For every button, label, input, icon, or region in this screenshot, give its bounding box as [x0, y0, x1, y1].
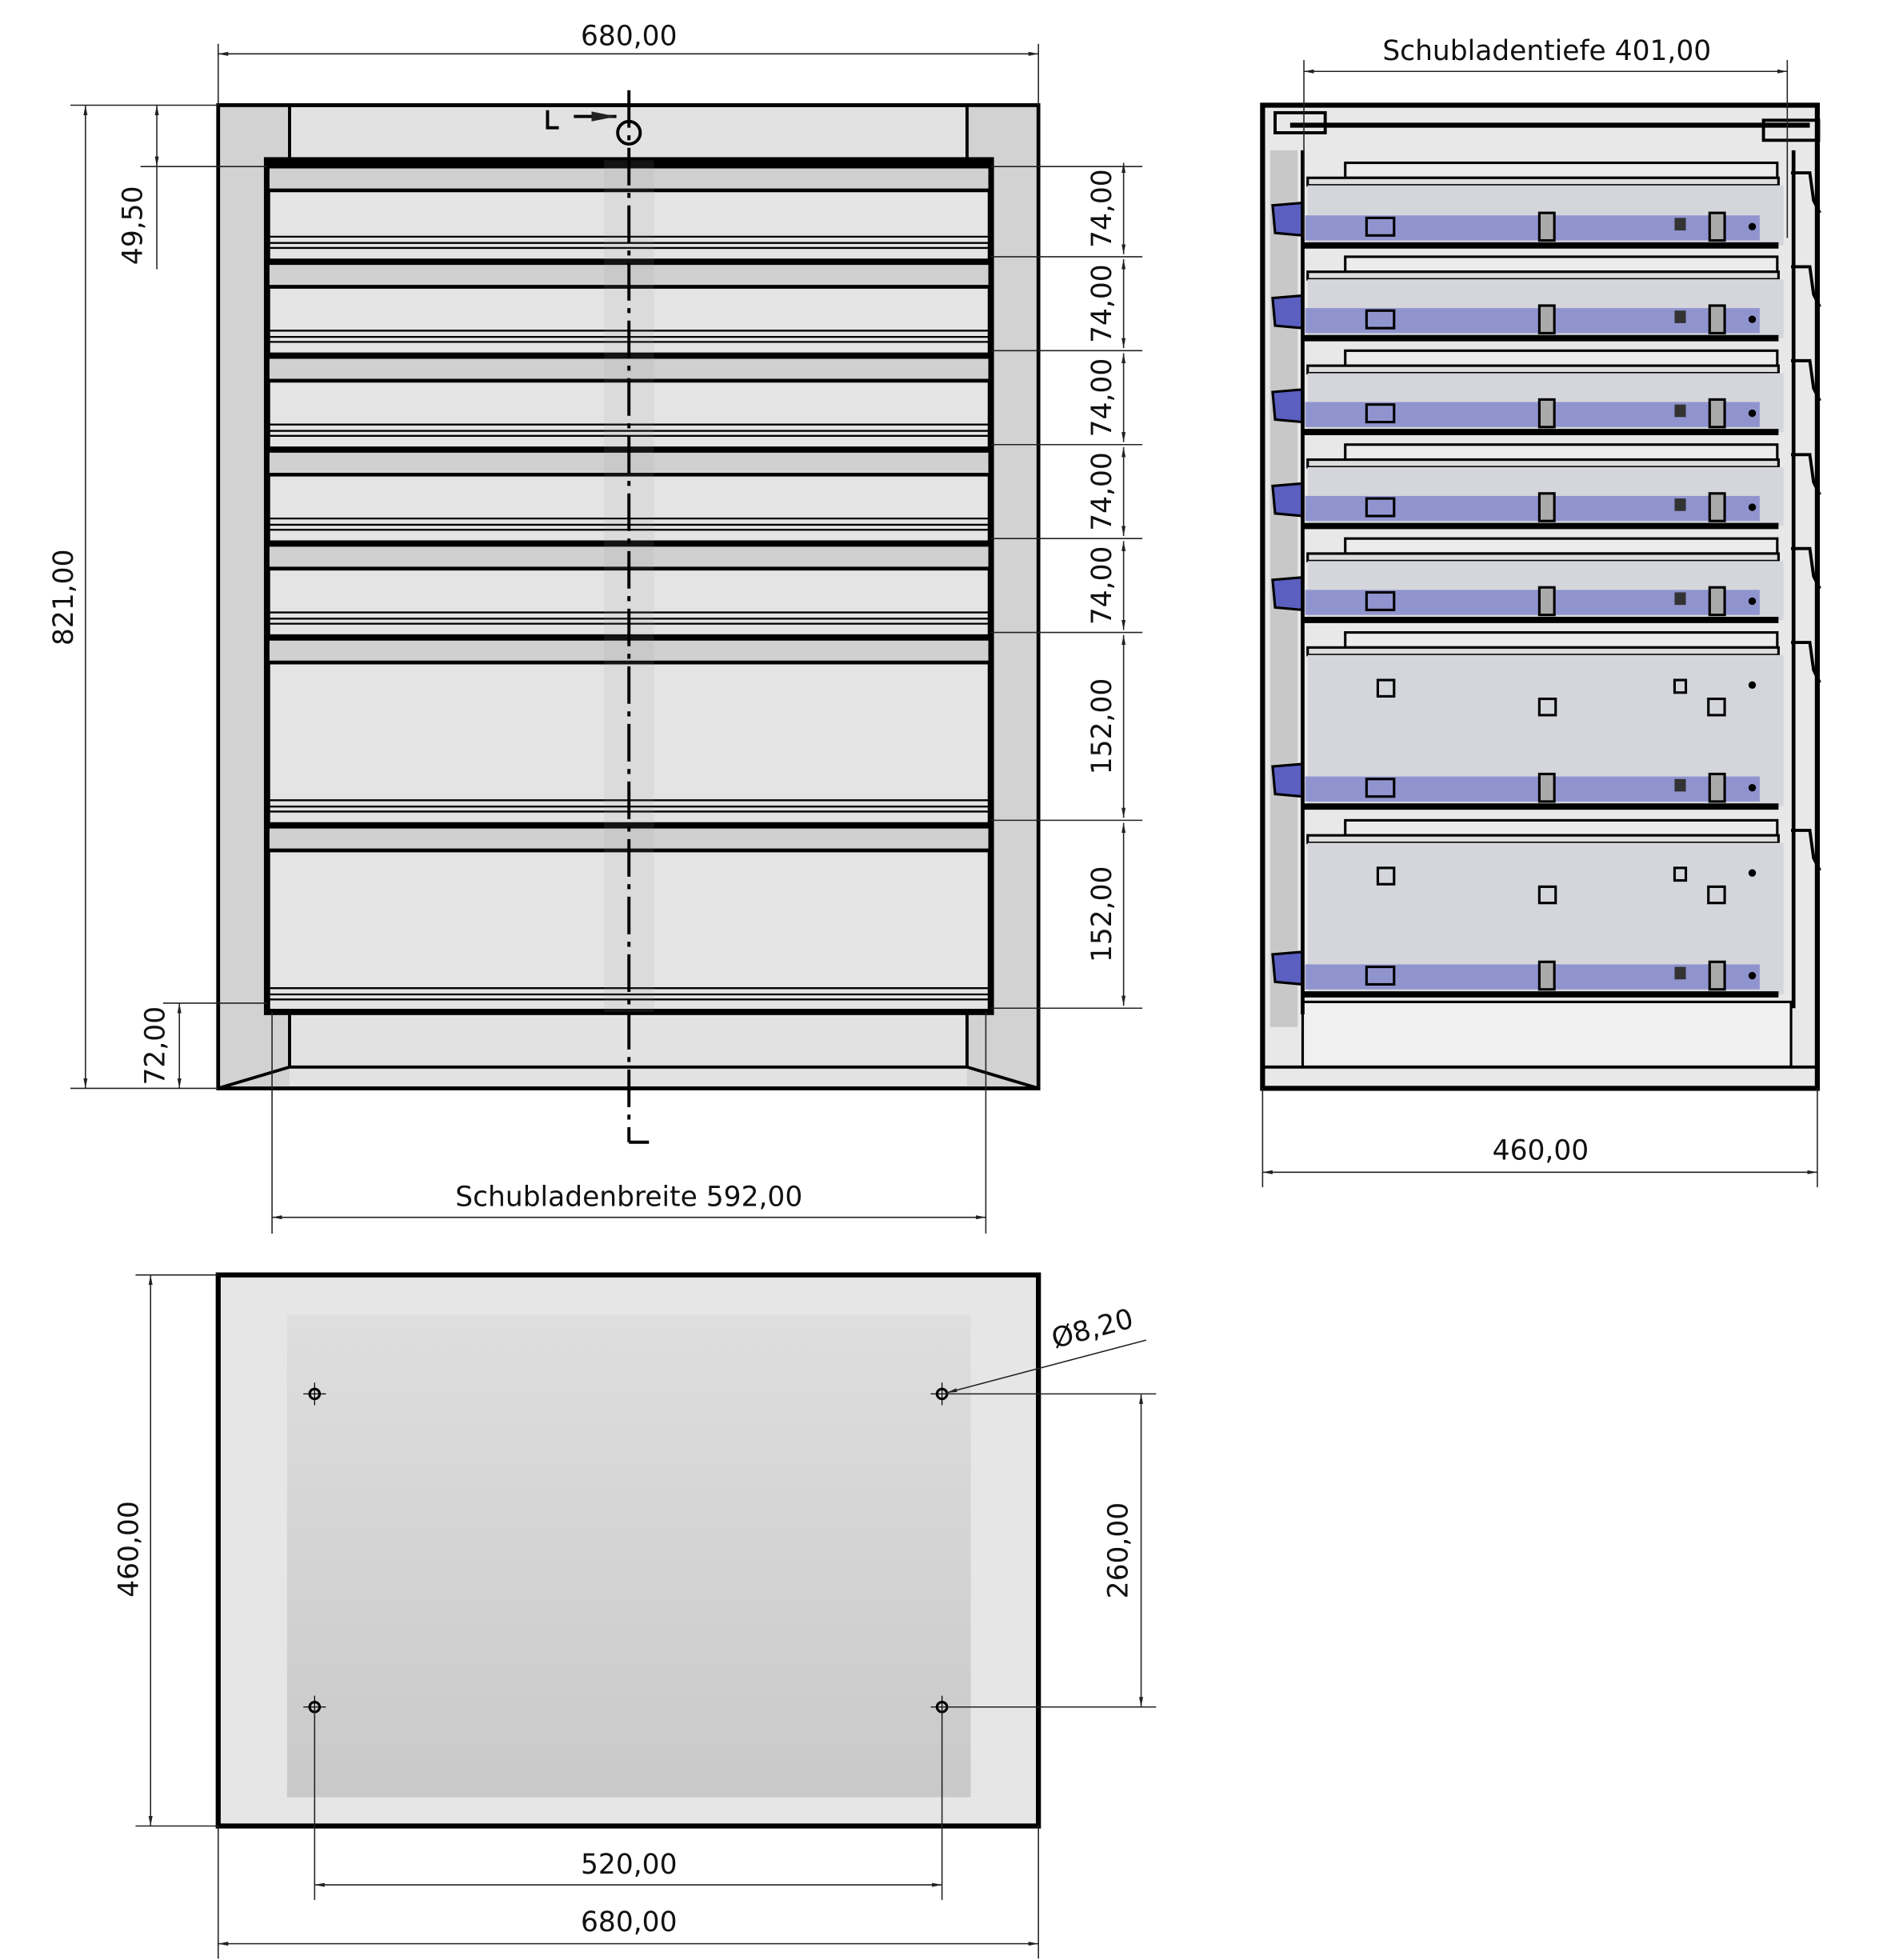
- front-view: [216, 90, 1041, 1144]
- side-drawer: [1271, 349, 1821, 436]
- drawer-depth-dimension: Schubladentiefe 401,00: [1382, 35, 1711, 67]
- drawer-lock-icon: [1271, 762, 1305, 798]
- drawer-lock-icon: [1271, 388, 1305, 424]
- hole-diameter-dimension: Ø8,20: [1048, 1303, 1137, 1356]
- drawer-width-dimension: Schubladenbreite 592,00: [455, 1182, 802, 1214]
- drawer-lock-icon: [1271, 575, 1305, 612]
- drawer-lock-icon: [1271, 294, 1305, 330]
- drawer-height-dimension: 152,00: [1086, 678, 1118, 774]
- drawer-height-dimension: 74,00: [1086, 546, 1118, 626]
- drawer-height-dimension: 74,00: [1086, 264, 1118, 343]
- drawer-height-dimension: 74,00: [1086, 452, 1118, 531]
- side-dimensions: Schubladentiefe 401,00 460,00: [1261, 35, 1818, 1188]
- bottom-width-dimension: 680,00: [581, 1906, 678, 1938]
- bottom-view: [215, 1272, 1041, 1829]
- lock-icon: [616, 119, 642, 146]
- top-offset-dimension: 49,50: [117, 186, 149, 265]
- side-drawer: [1271, 631, 1821, 810]
- hole-spacing-x-dimension: 520,00: [581, 1849, 678, 1881]
- drawer-height-dimension: 152,00: [1086, 866, 1118, 963]
- side-drawer: [1271, 255, 1821, 342]
- bottom-depth-dimension: 460,00: [114, 1501, 146, 1598]
- side-depth-dimension: 460,00: [1493, 1135, 1589, 1167]
- hole-spacing-y-dimension: 260,00: [1102, 1502, 1134, 1598]
- front-drawers: [266, 162, 991, 1001]
- drawer-lock-icon: [1271, 950, 1305, 986]
- front-width-dimension: 680,00: [581, 20, 678, 52]
- side-drawer: [1271, 443, 1821, 530]
- drawer-lock-icon: [1271, 201, 1305, 238]
- drawer-height-dimension: 74,00: [1086, 169, 1118, 248]
- side-drawer: [1271, 818, 1821, 998]
- side-view: [1260, 102, 1821, 1091]
- front-height-dimension: 821,00: [48, 549, 80, 645]
- bottom-offset-dimension: 72,00: [139, 1006, 171, 1086]
- side-drawer: [1271, 537, 1821, 623]
- side-drawers: [1271, 150, 1821, 1015]
- drawer-height-dimension: 74,00: [1086, 358, 1118, 438]
- bottom-dimensions: 460,00 260,00 520,00 680,00 Ø8,20: [114, 1274, 1157, 1959]
- drawer-lock-icon: [1271, 482, 1305, 518]
- front-dimensions: 680,00 821,00 49,50 72,00 Schubladenbrei…: [48, 20, 1143, 1234]
- side-drawer: [1271, 161, 1821, 249]
